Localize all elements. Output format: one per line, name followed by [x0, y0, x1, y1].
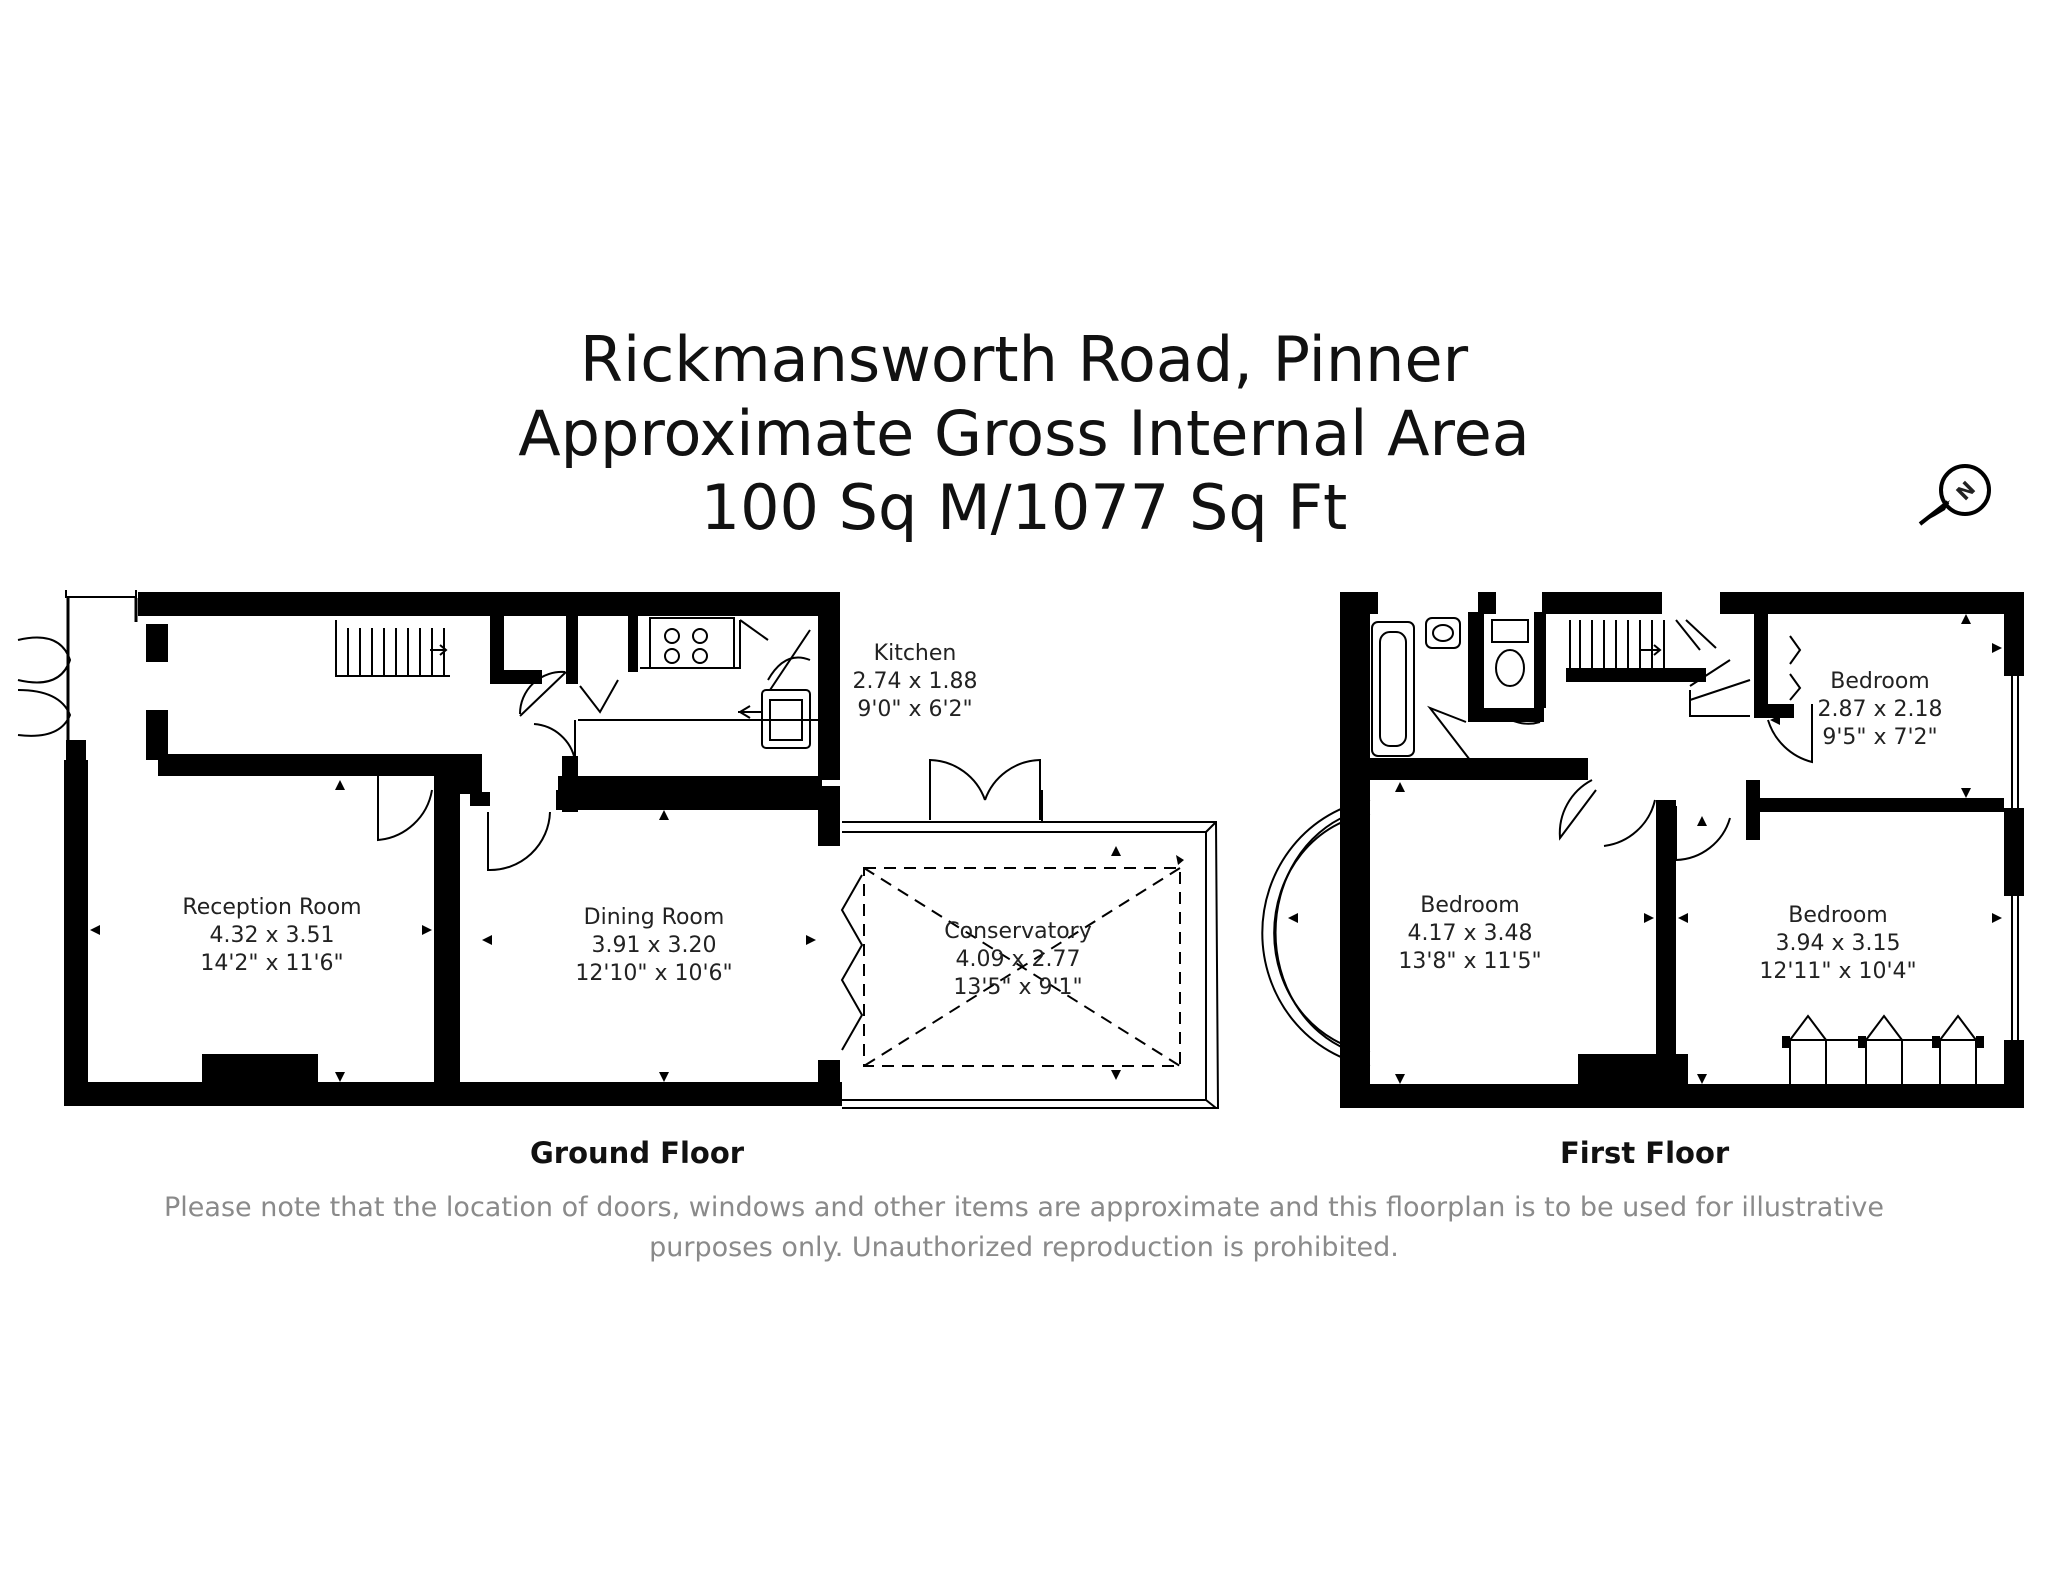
reception-room-imperial: 14'2" x 11'6": [200, 951, 343, 976]
first-floor-plan: Bedroom 2.87 x 2.18 9'5" x 7'2" Bedroom …: [1261, 592, 2024, 1108]
kitchen-imperial: 9'0" x 6'2": [857, 697, 972, 722]
property-address: Rickmansworth Road, Pinner: [579, 323, 1469, 396]
dimension-markers: [90, 780, 1184, 1082]
kitchen-fittings: [574, 617, 820, 775]
kitchen-metric: 2.74 x 1.88: [853, 669, 978, 694]
first-doors: [1558, 635, 1977, 1084]
dining-room-metric: 3.91 x 3.20: [592, 933, 717, 958]
bedroom-bay-name: Bedroom: [1420, 893, 1520, 918]
bedroom-rear-name: Bedroom: [1788, 903, 1888, 928]
compass-letter: N: [1951, 476, 1980, 505]
bedroom-small-metric: 2.87 x 2.18: [1818, 697, 1943, 722]
bedroom-bay-metric: 4.17 x 3.48: [1408, 921, 1533, 946]
bedroom-rear-metric: 3.94 x 3.15: [1776, 931, 1901, 956]
bedroom-small-name: Bedroom: [1830, 669, 1930, 694]
compass-north-arrow-icon: N: [1918, 464, 1991, 526]
porch: [17, 590, 168, 760]
reception-room-metric: 4.32 x 3.51: [210, 923, 335, 948]
bathroom-fittings: [1371, 617, 1541, 761]
dining-room-name: Dining Room: [584, 905, 725, 930]
bedroom-rear-imperial: 12'11" x 10'4": [1759, 959, 1916, 984]
conservatory-metric: 4.09 x 2.77: [956, 947, 1081, 972]
ground-floor-label: Ground Floor: [530, 1136, 745, 1170]
disclaimer-line-1: Please note that the location of doors, …: [164, 1192, 1884, 1223]
area-value: 100 Sq M/1077 Sq Ft: [700, 471, 1348, 544]
area-title: Approximate Gross Internal Area: [518, 397, 1530, 470]
first-floor-label: First Floor: [1560, 1136, 1730, 1170]
ground-doors: [377, 723, 576, 872]
first-dimension-markers: [1288, 614, 2002, 1084]
disclaimer-line-2: purposes only. Unauthorized reproduction…: [649, 1232, 1399, 1263]
conservatory-name: Conservatory: [944, 919, 1091, 944]
ground-stairs: [335, 620, 450, 677]
conservatory-structure: [840, 758, 1220, 1109]
conservatory-imperial: 13'5" x 9'1": [953, 975, 1082, 1000]
bedroom-bay-imperial: 13'8" x 11'5": [1398, 949, 1541, 974]
kitchen-name: Kitchen: [874, 641, 957, 666]
disclaimer: Please note that the location of doors, …: [124, 1188, 1924, 1268]
first-stairs: [1569, 619, 1751, 717]
bedroom-small-imperial: 9'5" x 7'2": [1822, 725, 1937, 750]
ground-floor-plan: Kitchen 2.74 x 1.88 9'0" x 6'2" Receptio…: [17, 590, 1220, 1109]
dining-room-imperial: 12'10" x 10'6": [575, 961, 732, 986]
reception-room-name: Reception Room: [182, 895, 361, 920]
